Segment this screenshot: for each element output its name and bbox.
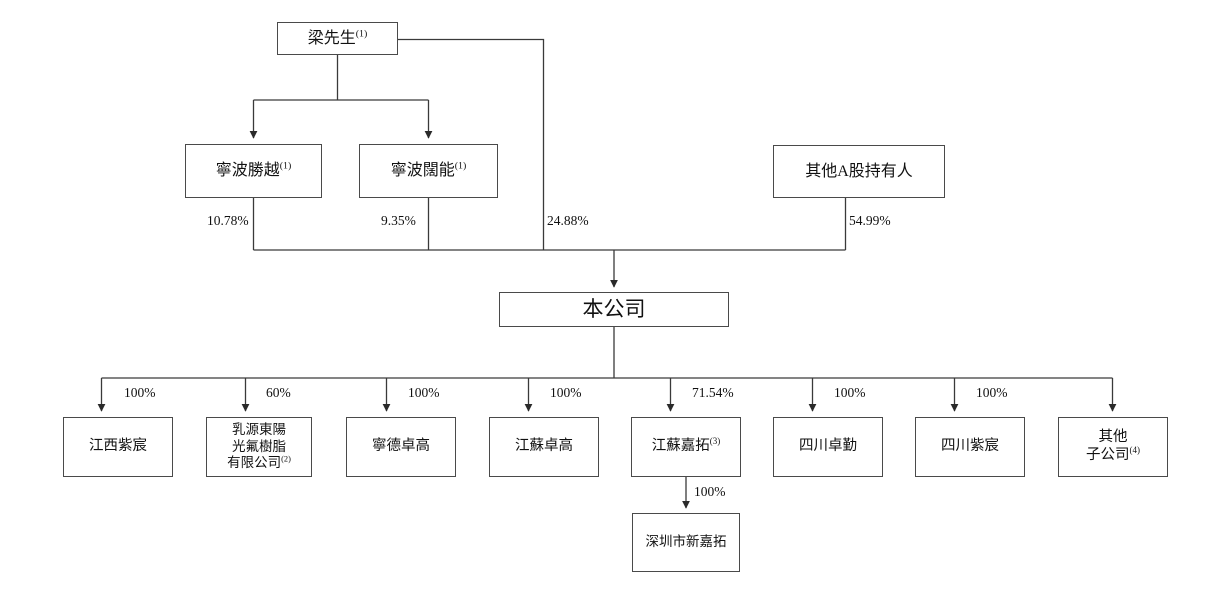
node-shenzhen-xinjiatuo: 深圳市新嘉拓 (632, 513, 740, 572)
node-label-jiangxi-zichen: 江西紫宸 (89, 438, 147, 455)
node-footnote-jiangsu-jiatuo: (3) (709, 436, 721, 447)
node-mr-liang: 梁先生(1) (277, 22, 398, 55)
edge-label-pct-sichuan-zichen: 100% (976, 385, 1008, 400)
node-footnote-mr-liang: (1) (355, 28, 368, 40)
edge-label-pct-mr-liang-direct: 24.88% (547, 213, 589, 228)
edge-label-pct-jiangsu-zhuogao: 100% (550, 385, 582, 400)
node-label-ningbo-shengyue: 寧波勝越(1) (215, 160, 292, 180)
node-footnote-other-subsidiaries: (4) (1129, 445, 1140, 456)
node-label-jiangsu-zhuogao: 江蘇卓高 (515, 438, 573, 455)
node-label-ruyuan-dongyangguang: 乳源東陽 光氟樹脂 有限公司(2) (227, 422, 291, 471)
node-other-subsidiaries: 其他 子公司(4) (1058, 417, 1168, 477)
node-label-sichuan-zichen: 四川紫宸 (941, 438, 999, 455)
node-jiangsu-zhuogao: 江蘇卓高 (489, 417, 599, 477)
node-label-other-subsidiaries: 其他 子公司(4) (1086, 429, 1140, 463)
node-footnote-ningbo-kuoneng: (1) (454, 160, 467, 172)
node-ningbo-kuoneng: 寧波闊能(1) (359, 144, 498, 198)
node-label-jiangsu-jiatuo: 江蘇嘉拓(3) (651, 436, 721, 455)
edge-label-pct-jiangxi-zichen: 100% (124, 385, 156, 400)
edge-liang-direct-to-company (398, 38, 545, 250)
node-label-the-company: 本公司 (582, 296, 646, 321)
node-ruyuan-dongyangguang: 乳源東陽 光氟樹脂 有限公司(2) (206, 417, 312, 477)
node-label-ningbo-kuoneng: 寧波闊能(1) (390, 160, 467, 180)
node-ningbo-shengyue: 寧波勝越(1) (185, 144, 322, 198)
edge-label-pct-other-a-shareholders: 54.99% (849, 213, 891, 228)
edge-label-pct-ningbo-kuoneng: 9.35% (381, 213, 416, 228)
node-label-mr-liang: 梁先生(1) (307, 28, 368, 47)
edge-label-pct-shenzhen-xinjiatuo: 100% (694, 484, 726, 499)
node-footnote-ruyuan-dongyangguang: (2) (281, 454, 291, 464)
node-the-company: 本公司 (499, 292, 729, 327)
node-other-a-shareholders: 其他A股持有人 (773, 145, 945, 198)
node-label-ningde-zhuogao: 寧德卓高 (372, 438, 430, 455)
edge-label-pct-ningbo-shengyue: 10.78% (207, 213, 249, 228)
node-sichuan-zichen: 四川紫宸 (915, 417, 1025, 477)
node-ningde-zhuogao: 寧德卓高 (346, 417, 456, 477)
edge-label-pct-ningde-zhuogao: 100% (408, 385, 440, 400)
node-sichuan-zhuoqin: 四川卓勤 (773, 417, 883, 477)
edge-label-pct-sichuan-zhuoqin: 100% (834, 385, 866, 400)
edge-label-pct-jiangsu-jiatuo: 71.54% (692, 385, 734, 400)
node-footnote-ningbo-shengyue: (1) (279, 160, 292, 172)
node-label-shenzhen-xinjiatuo: 深圳市新嘉拓 (645, 534, 727, 550)
node-jiangxi-zichen: 江西紫宸 (63, 417, 173, 477)
edge-label-pct-ruyuan: 60% (266, 385, 291, 400)
node-jiangsu-jiatuo: 江蘇嘉拓(3) (631, 417, 741, 477)
node-label-sichuan-zhuoqin: 四川卓勤 (799, 438, 857, 455)
node-label-other-a-shareholders: 其他A股持有人 (805, 162, 913, 180)
